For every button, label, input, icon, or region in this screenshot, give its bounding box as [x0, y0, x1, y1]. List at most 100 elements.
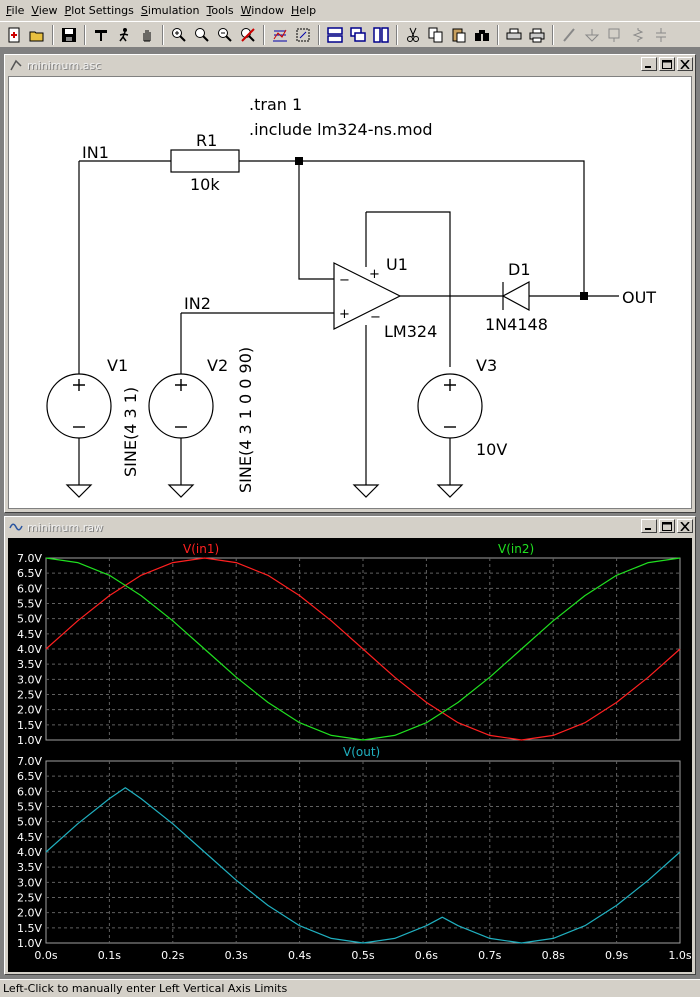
zoom-cancel-icon[interactable]: [237, 24, 259, 46]
capacitor-icon[interactable]: [650, 24, 672, 46]
junction-dot: [295, 157, 303, 165]
v1-name: V1: [107, 356, 128, 375]
schematic-canvas[interactable]: − + + −: [8, 76, 692, 509]
toolbar-separator: [52, 24, 54, 45]
open-icon[interactable]: [26, 24, 48, 46]
pan-icon[interactable]: [136, 24, 158, 46]
cascade-icon[interactable]: [347, 24, 369, 46]
d1-value: 1N4148: [485, 315, 548, 334]
y-tick-label: 7.0V: [17, 552, 42, 565]
opamp-minus-sign: −: [339, 273, 350, 288]
v2-name: V2: [207, 356, 228, 375]
schematic-window-titlebar[interactable]: minimum.asc: [7, 57, 693, 73]
draw-wire-icon[interactable]: [558, 24, 580, 46]
menu-file[interactable]: File: [6, 4, 25, 17]
opamp-vminus-sign: −: [370, 310, 381, 325]
tran-directive: .tran 1: [249, 95, 302, 114]
y-tick-label: 4.5V: [17, 831, 42, 844]
close-button[interactable]: [677, 57, 693, 71]
cut-icon[interactable]: [402, 24, 424, 46]
y-tick-label: 3.0V: [17, 673, 42, 686]
find-icon[interactable]: [471, 24, 493, 46]
waveform-plot-area[interactable]: 1.0V 1.5V 2.0V 2.5V 3.0V 3.5V 4.0V 4.5V 5.0V 5.5V…: [8, 538, 692, 972]
diode-d1: [501, 280, 530, 312]
x-tick-label: 0.5s: [351, 949, 374, 962]
waveform-window[interactable]: minimum.raw 1.0V 1.5V 2.0V 2.5V 3.0V 3.5V 4.0V…: [4, 516, 696, 975]
maximize-button[interactable]: [659, 57, 675, 71]
print-icon[interactable]: [526, 24, 548, 46]
toolbar-separator: [497, 24, 499, 45]
ground-icon[interactable]: [581, 24, 603, 46]
series-label: V(in2): [498, 542, 534, 556]
menu-tools[interactable]: Tools: [206, 4, 234, 17]
u1-name: U1: [386, 255, 408, 274]
toolbar-separator: [552, 24, 554, 45]
y-tick-label: 5.5V: [17, 801, 42, 814]
menu-simulation[interactable]: Simulation: [140, 4, 200, 17]
y-tick-label: 1.5V: [17, 922, 42, 935]
waveform-window-titlebar[interactable]: minimum.raw: [7, 519, 693, 535]
status-bar: Left-Click to manually enter Left Vertic…: [0, 979, 700, 997]
menu-plot-settings[interactable]: Plot Settings: [64, 4, 134, 17]
y-tick-label: 4.5V: [17, 628, 42, 641]
label-net-icon[interactable]: [604, 24, 626, 46]
zoom-area-icon[interactable]: [191, 24, 213, 46]
zoom-out-icon[interactable]: [214, 24, 236, 46]
plus-sign: [444, 379, 456, 391]
v3-name: V3: [476, 356, 497, 375]
minimize-button[interactable]: [641, 519, 657, 533]
wire: [366, 211, 451, 367]
ground-symbol: [65, 484, 93, 498]
series-label: V(out): [343, 745, 380, 759]
opamp-u1: [333, 262, 402, 330]
resistor-icon[interactable]: [627, 24, 649, 46]
new-schematic-icon[interactable]: [3, 24, 25, 46]
menu-window[interactable]: Window: [240, 4, 285, 17]
y-tick-label: 5.0V: [17, 613, 42, 626]
menu-help[interactable]: Help: [291, 4, 317, 17]
y-tick-label: 3.5V: [17, 861, 42, 874]
maximize-button[interactable]: [659, 519, 675, 533]
autorange-icon[interactable]: [269, 24, 291, 46]
ground-symbol: [352, 484, 380, 498]
x-tick-label: 1.0s: [668, 949, 691, 962]
v1-value: SINE(4 3 1): [121, 387, 140, 477]
y-tick-label: 2.0V: [17, 704, 42, 717]
control-panel-icon[interactable]: [90, 24, 112, 46]
wire: [239, 160, 585, 296]
tile-vertical-icon[interactable]: [370, 24, 392, 46]
toolbar: [0, 21, 700, 48]
y-tick-label: 4.0V: [17, 643, 42, 656]
series-line-vin2: [45, 557, 681, 741]
run-icon[interactable]: [113, 24, 135, 46]
y-tick-label: 5.5V: [17, 598, 42, 611]
save-icon[interactable]: [58, 24, 80, 46]
y-tick-label: 1.0V: [17, 734, 42, 747]
zoom-in-icon[interactable]: [168, 24, 190, 46]
x-tick-label: 0.6s: [415, 949, 438, 962]
waveform-window-title: minimum.raw: [27, 520, 103, 534]
toolbar-separator: [396, 24, 398, 45]
paste-icon[interactable]: [448, 24, 470, 46]
net-label-in1: IN1: [82, 143, 109, 162]
opamp-vplus-sign: +: [369, 267, 380, 282]
fit-icon[interactable]: [292, 24, 314, 46]
tile-horizontal-icon[interactable]: [324, 24, 346, 46]
x-tick-label: 0.8s: [542, 949, 565, 962]
y-tick-label: 7.0V: [17, 755, 42, 768]
print-setup-icon[interactable]: [503, 24, 525, 46]
y-tick-label: 6.0V: [17, 582, 42, 595]
y-tick-label: 2.5V: [17, 892, 42, 905]
y-tick-label: 1.5V: [17, 719, 42, 732]
voltage-source-v3: [417, 373, 483, 439]
waveform-chart[interactable]: 1.0V 1.5V 2.0V 2.5V 3.0V 3.5V 4.0V 4.5V 5.0V 5.5V…: [8, 538, 692, 972]
net-label-out: OUT: [622, 288, 656, 307]
menu-view[interactable]: View: [31, 4, 58, 17]
close-button[interactable]: [677, 519, 693, 533]
toolbar-separator: [84, 24, 86, 45]
y-tick-label: 3.0V: [17, 876, 42, 889]
schematic-window[interactable]: minimum.asc: [4, 54, 696, 513]
y-tick-label: 4.0V: [17, 846, 42, 859]
minimize-button[interactable]: [641, 57, 657, 71]
copy-icon[interactable]: [425, 24, 447, 46]
